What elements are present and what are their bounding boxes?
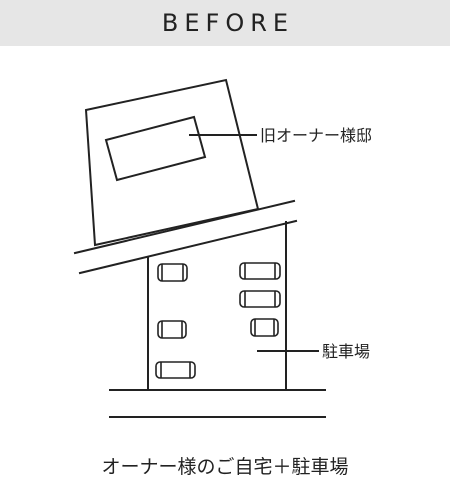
parking-label: 駐車場 bbox=[322, 342, 370, 361]
car-icon bbox=[157, 320, 187, 339]
car-icon bbox=[157, 263, 188, 282]
road-upper-line bbox=[73, 199, 296, 255]
car-icon bbox=[239, 262, 281, 280]
car-icon bbox=[239, 290, 281, 308]
road-lower-line bbox=[78, 219, 298, 275]
old-house-window bbox=[104, 115, 207, 182]
header-title: BEFORE bbox=[161, 9, 295, 37]
before-header: BEFORE bbox=[0, 0, 450, 46]
old-house-label: 旧オーナー様邸 bbox=[260, 126, 372, 145]
car-icon bbox=[250, 318, 279, 337]
caption: オーナー様のご自宅＋駐車場 bbox=[101, 456, 349, 478]
car-icon bbox=[155, 361, 196, 379]
